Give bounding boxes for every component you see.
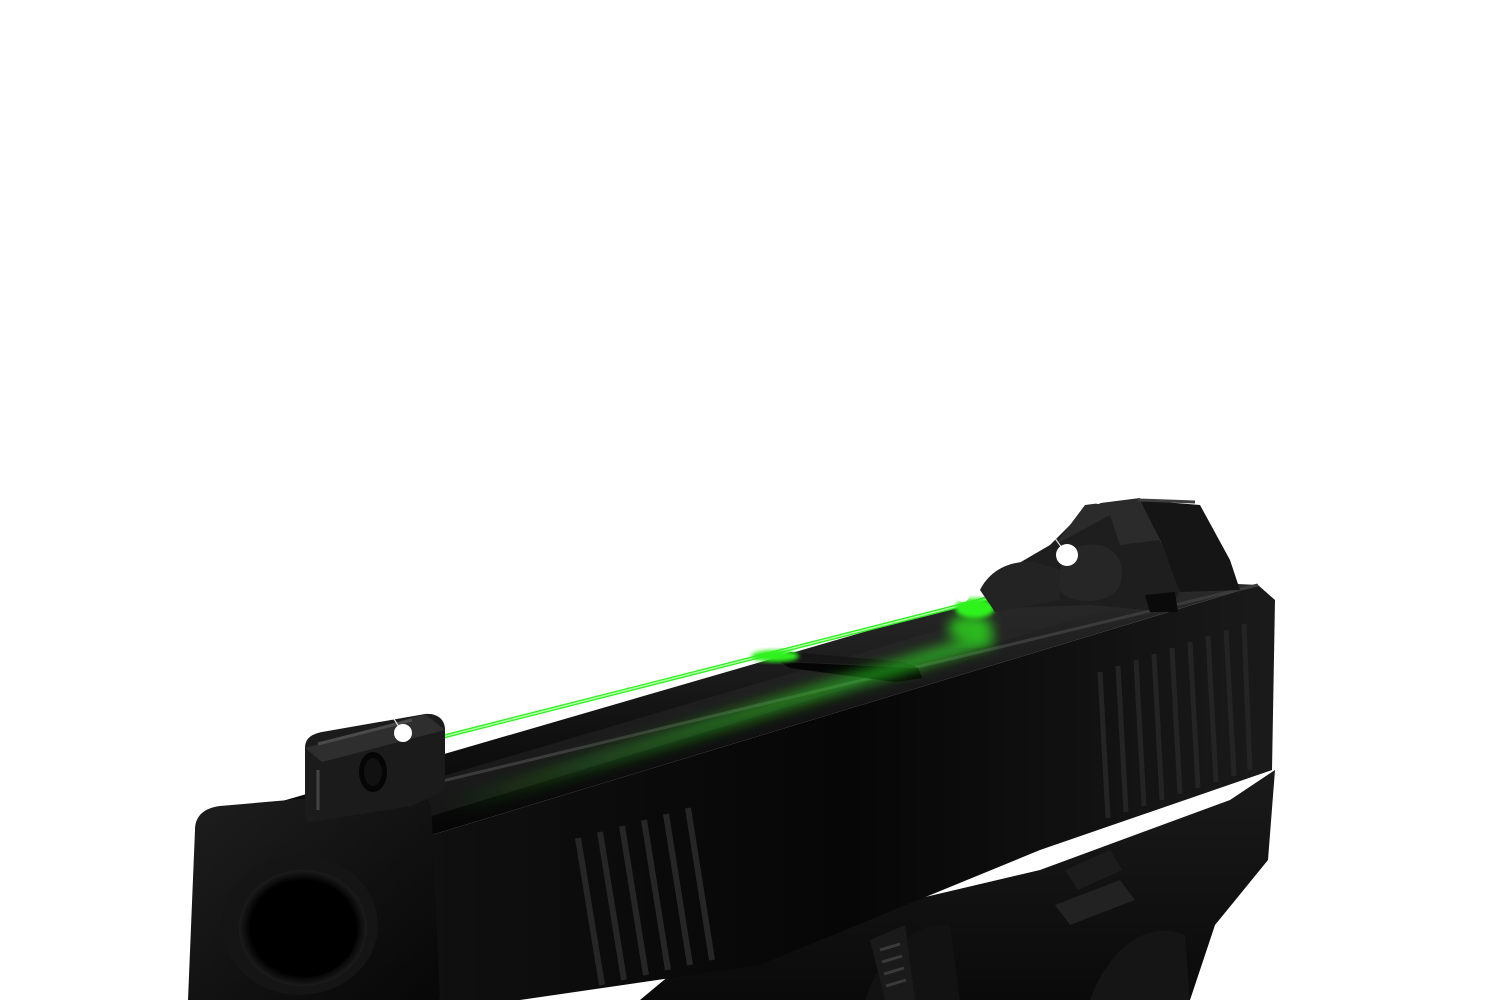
front-serrations <box>575 807 715 986</box>
hotspots <box>394 496 1102 742</box>
hotspot-rear-sight-notch[interactable] <box>1056 544 1078 566</box>
hotspot-rear-sight-top[interactable] <box>1094 496 1102 504</box>
rear-serrations <box>1097 623 1253 819</box>
fiber-optic <box>429 596 995 810</box>
hotspot-fiber-midpoint[interactable] <box>957 590 969 602</box>
rear-sight <box>980 498 1240 612</box>
front-sight <box>305 713 445 822</box>
hotspot-front-sight[interactable] <box>394 724 412 742</box>
